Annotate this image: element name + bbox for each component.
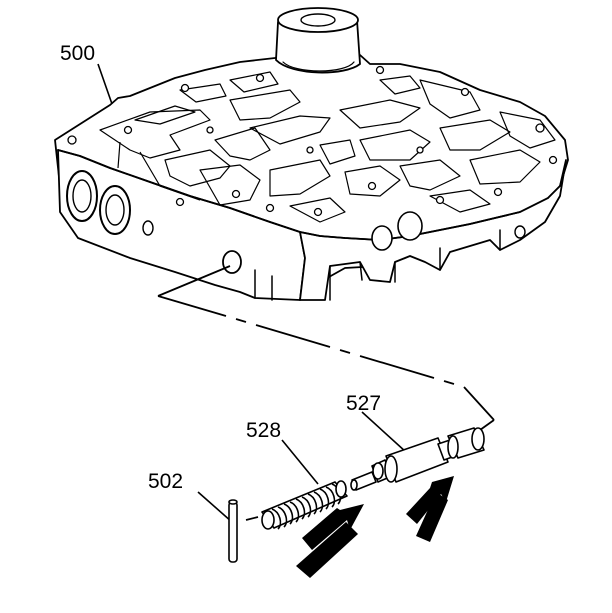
leader-lines bbox=[97, 63, 407, 523]
arrow-up-right-icon bbox=[406, 476, 454, 524]
spring bbox=[261, 480, 348, 530]
valve bbox=[350, 427, 485, 491]
valve-body-bolt-holes bbox=[67, 65, 558, 217]
callout-527: 527 bbox=[346, 392, 381, 415]
callout-500: 500 bbox=[60, 42, 95, 65]
valve-body bbox=[54, 7, 569, 301]
callout-528: 528 bbox=[246, 419, 281, 442]
retainer-pin bbox=[228, 499, 238, 563]
callout-502: 502 bbox=[148, 470, 183, 493]
arrow-up-right-icon bbox=[302, 504, 364, 550]
arrow-shafts bbox=[296, 492, 448, 578]
